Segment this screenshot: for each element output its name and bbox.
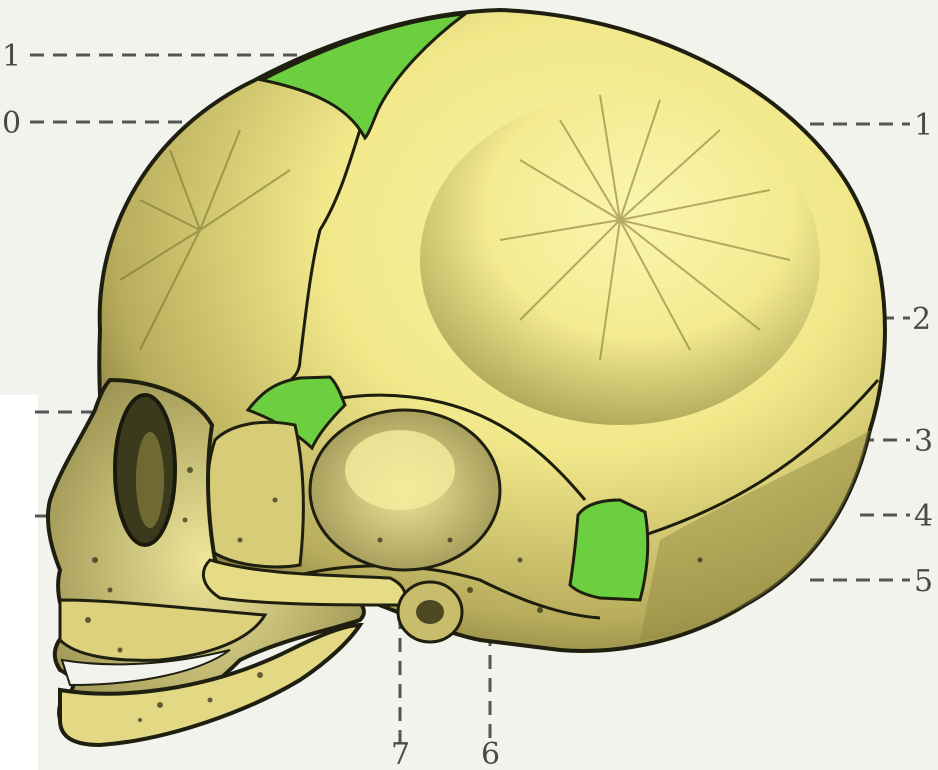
- parietal-eminence: [420, 95, 820, 425]
- label-7: 7: [391, 737, 410, 770]
- label-11: 1: [2, 39, 21, 74]
- ear-canal: [416, 600, 444, 624]
- label-10: 0: [2, 106, 21, 141]
- white-margin: [0, 395, 38, 770]
- temporal-highlight: [345, 430, 455, 510]
- label-1: 1: [914, 108, 933, 143]
- greater-wing: [207, 422, 304, 567]
- label-4: 4: [914, 499, 933, 534]
- mastoid-fontanelle: [570, 500, 648, 600]
- label-3: 3: [914, 424, 933, 459]
- label-6: 6: [481, 737, 500, 770]
- label-5: 5: [914, 564, 933, 599]
- orbit-inner: [136, 432, 164, 528]
- label-2: 2: [912, 302, 931, 337]
